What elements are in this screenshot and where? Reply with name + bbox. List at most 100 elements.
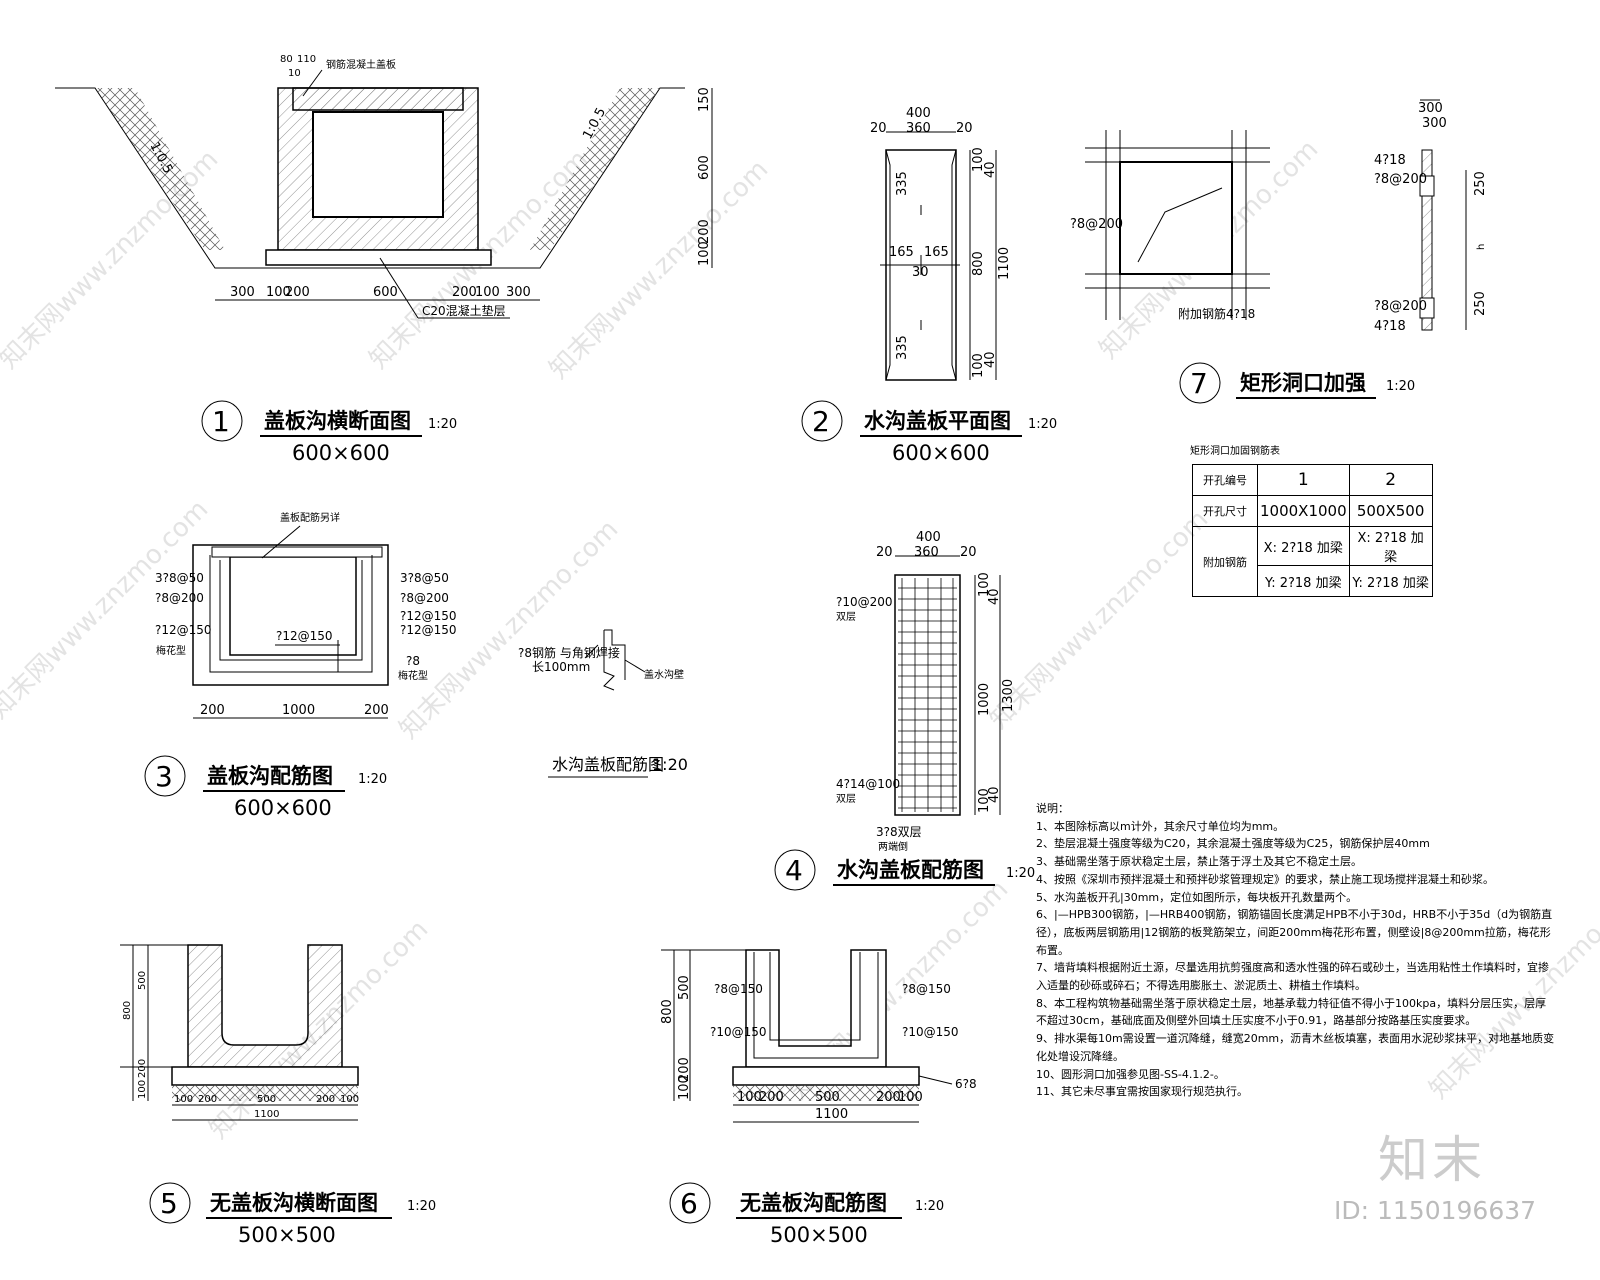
dim-label: 400: [906, 106, 931, 121]
base-label: C20混凝土垫层: [422, 303, 506, 318]
dim-label: 1000: [977, 683, 992, 716]
detail-label: 盖水沟壁: [644, 668, 684, 681]
dim-label: 400: [916, 530, 941, 545]
rebar-label: 4?18: [1374, 319, 1406, 334]
dim-label: 360: [914, 545, 939, 560]
dim-label: 300: [230, 285, 255, 300]
dim-label: 200: [137, 1059, 148, 1078]
rebar-label: 双层: [836, 793, 856, 805]
dim-label: 800: [122, 1001, 133, 1020]
dim-label: 200: [198, 1094, 217, 1105]
dim-label: 100: [475, 285, 500, 300]
note-line: 10、圆形洞口加强参见图-SS-4.1.2-。: [1036, 1067, 1225, 1081]
rebar-label: ?8@150: [902, 982, 951, 996]
rebar-label: 4?14@100: [836, 777, 900, 791]
table-row: 开孔编号 1 2: [1192, 464, 1433, 496]
figure-4-cover-plate-rebar: 400 20 360 20 ?10@200 双层 4?14@100 双层 3?8…: [774, 530, 1035, 891]
note-line: 1、本图除标高以m计外，其余尺寸单位均为mm。: [1036, 819, 1285, 833]
dim-label: 360: [906, 121, 931, 136]
figure-number: 5: [160, 1187, 178, 1220]
dim-label: 80: [280, 54, 293, 65]
rebar-label: ?10@150: [902, 1025, 959, 1039]
dim-label: 100: [977, 788, 992, 813]
detail-label: ?8钢筋 与角钢焊接: [518, 645, 620, 660]
dim-label: 100: [340, 1094, 359, 1105]
dim-label: 800: [971, 251, 986, 276]
dim-label: 200: [697, 219, 712, 244]
figure-title: 水沟盖板平面图: [864, 409, 1011, 433]
dim-label: 40: [987, 786, 1002, 803]
detail-label: 长100mm: [532, 660, 590, 674]
dim-label: 165: [924, 245, 949, 260]
rebar-label: 双层: [836, 611, 856, 623]
figure-scale: 1:20: [407, 1199, 436, 1214]
note-line: 11、其它未尽事宜需按国家现行规范执行。: [1036, 1085, 1248, 1099]
table-cell: 1: [1257, 464, 1350, 496]
table-caption: 矩形洞口加固钢筋表: [1190, 446, 1280, 457]
figure-3-ditch-reinforcement: 盖板配筋另详 3?8@50 ?8@200 ?12@150 ?12@150 ?8 …: [144, 511, 457, 820]
figure-scale: 1:20: [1006, 866, 1035, 881]
detail-cover-plate-rebar: ?8钢筋 与角钢焊接 长100mm 盖水沟壁 水沟盖板配筋图 1:20: [518, 629, 688, 778]
table-cell: 开孔尺寸: [1192, 495, 1258, 527]
detail-title: 水沟盖板配筋图: [552, 755, 664, 774]
table-cell: X: 2?18 加梁: [1257, 526, 1350, 566]
dim-label: 200: [364, 703, 389, 718]
dim-label: 40: [987, 588, 1002, 605]
figure-scale: 1:20: [915, 1199, 944, 1214]
note-line: 说明：: [1036, 802, 1069, 815]
rebar-label: ?12@150: [276, 629, 333, 643]
dim-label: 200: [677, 1057, 692, 1082]
figure-2-cover-plate-plan: 400 20 360 20 165 165 30 335 335 100 40 …: [801, 106, 1057, 465]
watermark: 知末网www.znzmo.com: [0, 144, 224, 375]
dim-label: 1100: [815, 1107, 848, 1122]
dim-label: 150: [697, 87, 712, 112]
note-line: 6、|—HPB300钢筋，|—HRB400钢筋，钢筋锚固长度满足HPB不小于30…: [1036, 908, 1553, 957]
figure-size: 600×600: [234, 796, 332, 820]
rebar-label: ?10@200: [836, 595, 893, 609]
dim-label: 1000: [282, 703, 315, 718]
dim-label: 1300: [1001, 679, 1016, 712]
dim-label: 20: [870, 121, 887, 136]
figure-number: 6: [680, 1187, 698, 1220]
dim-label: 10: [288, 68, 301, 79]
figure-number: 7: [1190, 367, 1208, 400]
dim-label: 500: [815, 1090, 840, 1105]
dim-label: 100: [977, 572, 992, 597]
dim-label: 600: [697, 155, 712, 180]
figure-number: 1: [212, 405, 230, 438]
rebar-label: 梅花型: [156, 644, 186, 657]
rebar-label: 3?8@50: [400, 571, 449, 585]
dim-label: 250: [1473, 291, 1488, 316]
figure-number: 3: [155, 760, 173, 793]
figure-size: 600×600: [892, 441, 990, 465]
rebar-label: ?12@150: [400, 609, 457, 623]
dim-label: 250: [1473, 171, 1488, 196]
table-row: Y: 2?18 加梁 Y: 2?18 加梁: [1193, 565, 1433, 597]
dim-label: 500: [677, 975, 692, 1000]
rebar-label: ?8@200: [400, 591, 449, 605]
figure-scale: 1:20: [1386, 379, 1415, 394]
dim-label: 300: [506, 285, 531, 300]
dim-label: 40: [983, 161, 998, 178]
dim-label: 200: [452, 285, 477, 300]
figure-scale: 1:20: [1028, 417, 1057, 432]
rebar-label: 梅花型: [398, 669, 428, 682]
note-line: 2、垫层混凝土强度等级为C20，其余混凝土强度等级为C25，钢筋保护层40mm: [1036, 837, 1430, 851]
dim-label: 335: [895, 171, 910, 196]
brand-logo: 知末: [1378, 1131, 1486, 1189]
dim-label: 100: [971, 147, 986, 172]
dim-label: 1100: [254, 1109, 279, 1120]
dim-label: 100: [677, 1075, 692, 1100]
dim-label: h: [1476, 244, 1487, 250]
table-cell: 附加钢筋: [1192, 526, 1258, 597]
note-line: 4、按照《深圳市预拌混凝土和预拌砂浆管理规定》的要求，禁止施工现场搅拌混凝土和砂…: [1036, 872, 1494, 886]
table-cell: 1000X1000: [1257, 495, 1350, 527]
dim-label: 100: [137, 1080, 148, 1099]
dim-label: 20: [960, 545, 977, 560]
dim-label: 30: [912, 265, 929, 280]
watermark: 知末网www.znzmo.com: [0, 494, 214, 725]
note-line: 9、排水渠每10m需设置一道沉降缝，缝宽20mm，沥青木丝板填塞，表面用水泥砂浆…: [1036, 1032, 1555, 1063]
dim-label: 20: [956, 121, 973, 136]
dim-label: 200: [200, 703, 225, 718]
rebar-label: ?12@150: [155, 623, 212, 637]
